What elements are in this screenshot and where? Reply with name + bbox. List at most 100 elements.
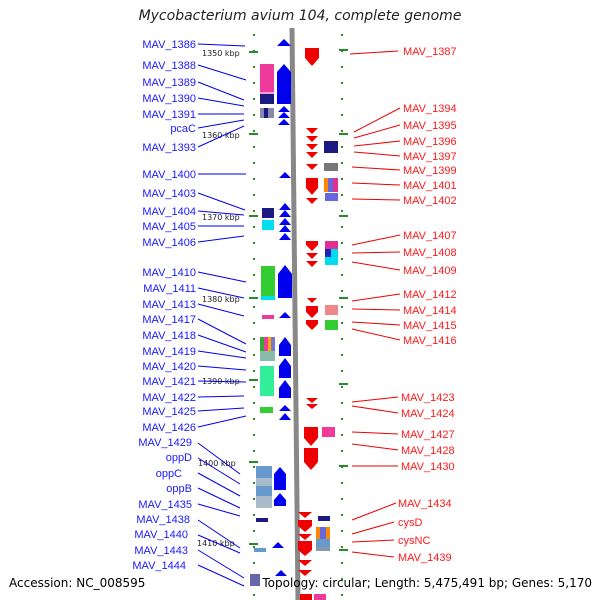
- gene-arrow: [279, 312, 291, 318]
- gene-label[interactable]: MAV_1413: [142, 299, 196, 311]
- forward-strand-genes: [272, 39, 292, 576]
- right-connectors: [349, 50, 401, 558]
- gene-label[interactable]: MAV_1416: [403, 335, 457, 347]
- gene-label[interactable]: oppC: [156, 468, 182, 480]
- gene-label[interactable]: MAV_1408: [403, 247, 457, 259]
- gene-arrow: [298, 541, 312, 556]
- gene-arrow: [306, 164, 318, 170]
- gene-arrow: [278, 112, 290, 118]
- gene-label[interactable]: MAV_1386: [142, 39, 196, 51]
- gene-label[interactable]: MAV_1435: [138, 499, 192, 511]
- gene-label[interactable]: MAV_1430: [401, 461, 455, 473]
- gene-arrow: [306, 320, 318, 330]
- gene-arrow: [279, 225, 291, 232]
- gene-label[interactable]: MAV_1414: [403, 305, 457, 317]
- gene-arrow: [275, 570, 287, 576]
- gene-label[interactable]: MAV_1434: [398, 498, 452, 510]
- gene-label[interactable]: MAV_1387: [403, 46, 457, 58]
- gene-label[interactable]: MAV_1403: [142, 188, 196, 200]
- accession-text: Accession: NC_008595: [9, 576, 146, 590]
- gene-arrow: [279, 358, 291, 378]
- gene-label[interactable]: MAV_1396: [403, 136, 457, 148]
- gene-label[interactable]: MAV_1406: [142, 237, 196, 249]
- gene-label[interactable]: MAV_1420: [142, 361, 196, 373]
- gene-label[interactable]: MAV_1404: [142, 206, 196, 218]
- gene-label[interactable]: MAV_1400: [142, 169, 196, 181]
- gene-label[interactable]: MAV_1444: [132, 560, 186, 572]
- gene-arrow: [307, 298, 317, 303]
- gene-arrow: [298, 570, 312, 576]
- gene-arrow: [272, 542, 284, 548]
- gene-arrow: [279, 380, 291, 398]
- gene-label[interactable]: MAV_1439: [398, 552, 452, 564]
- gene-label[interactable]: MAV_1438: [136, 514, 190, 526]
- gene-arrow: [306, 253, 318, 259]
- gene-label[interactable]: MAV_1395: [403, 120, 457, 132]
- gene-arrow: [279, 337, 291, 356]
- gene-label[interactable]: cysD: [398, 517, 423, 529]
- gene-label[interactable]: MAV_1397: [403, 151, 457, 163]
- gene-arrow: [306, 136, 318, 142]
- gene-label[interactable]: MAV_1417: [142, 314, 196, 326]
- gene-label[interactable]: MAV_1389: [142, 77, 196, 89]
- gene-arrow: [298, 520, 312, 532]
- gene-label[interactable]: MAV_1390: [142, 93, 196, 105]
- gene-label[interactable]: MAV_1440: [134, 529, 188, 541]
- gene-label[interactable]: MAV_1429: [138, 437, 192, 449]
- gene-arrow: [306, 261, 318, 267]
- gene-label[interactable]: MAV_1407: [403, 230, 457, 242]
- gene-label[interactable]: MAV_1391: [142, 109, 196, 121]
- gene-arrow: [306, 398, 318, 403]
- gene-arrow: [300, 594, 312, 600]
- gene-label[interactable]: oppB: [166, 483, 192, 495]
- gene-label[interactable]: MAV_1422: [142, 392, 196, 404]
- gene-label[interactable]: MAV_1411: [143, 283, 196, 295]
- gene-label[interactable]: MAV_1426: [142, 422, 196, 434]
- gene-arrow: [279, 218, 291, 225]
- scale-label: 1410 kbp: [197, 539, 235, 548]
- gene-arrow: [279, 405, 291, 411]
- gene-arrow: [304, 427, 318, 446]
- gene-arrow: [298, 512, 312, 518]
- gene-label[interactable]: MAV_1399: [403, 165, 457, 177]
- gene-label[interactable]: MAV_1394: [403, 103, 457, 115]
- gene-label[interactable]: MAV_1423: [401, 392, 455, 404]
- gene-label[interactable]: MAV_1405: [142, 221, 196, 233]
- gene-label[interactable]: MAV_1412: [403, 289, 457, 301]
- gene-arrow: [279, 413, 291, 420]
- gene-arrow: [277, 64, 291, 104]
- gene-label[interactable]: MAV_1409: [403, 265, 457, 277]
- gene-label[interactable]: MAV_1424: [401, 408, 455, 420]
- gene-label[interactable]: MAV_1428: [401, 445, 455, 457]
- gene-arrow: [278, 119, 290, 125]
- gene-label[interactable]: oppD: [166, 452, 192, 464]
- gene-label[interactable]: MAV_1415: [403, 320, 457, 332]
- scale-label: 1400 kbp: [198, 459, 236, 468]
- gene-label[interactable]: MAV_1421: [142, 376, 196, 388]
- gene-label[interactable]: MAV_1419: [142, 346, 196, 358]
- right-gene-labels: MAV_1387 MAV_1394 MAV_1395 MAV_1396 MAV_…: [398, 46, 457, 564]
- gene-arrow: [277, 39, 291, 46]
- gene-label[interactable]: MAV_1443: [134, 545, 188, 557]
- scale-label: 1380 kbp: [202, 295, 240, 304]
- gene-label[interactable]: pcaC: [170, 123, 196, 135]
- scale-label: 1360 kbp: [202, 131, 240, 140]
- reverse-strand-genes: [298, 48, 319, 600]
- gene-arrow: [306, 128, 318, 134]
- gene-label[interactable]: MAV_1401: [403, 180, 457, 192]
- gene-label[interactable]: MAV_1425: [142, 406, 196, 418]
- gene-label[interactable]: MAV_1427: [401, 429, 455, 441]
- gene-arrow: [306, 152, 318, 158]
- gene-arrow: [278, 265, 292, 298]
- gene-arrow: [304, 448, 318, 470]
- left-gene-labels: MAV_1386 MAV_1388 MAV_1389 MAV_1390 MAV_…: [132, 39, 196, 572]
- gene-label[interactable]: MAV_1388: [142, 60, 196, 72]
- gene-label[interactable]: MAV_1410: [142, 267, 196, 279]
- gene-label[interactable]: MAV_1418: [142, 330, 196, 342]
- gene-arrow: [279, 210, 291, 217]
- gene-label[interactable]: MAV_1393: [142, 142, 196, 154]
- gene-label[interactable]: MAV_1402: [403, 195, 457, 207]
- gene-label[interactable]: cysNC: [398, 535, 430, 547]
- left-connectors: [197, 43, 247, 587]
